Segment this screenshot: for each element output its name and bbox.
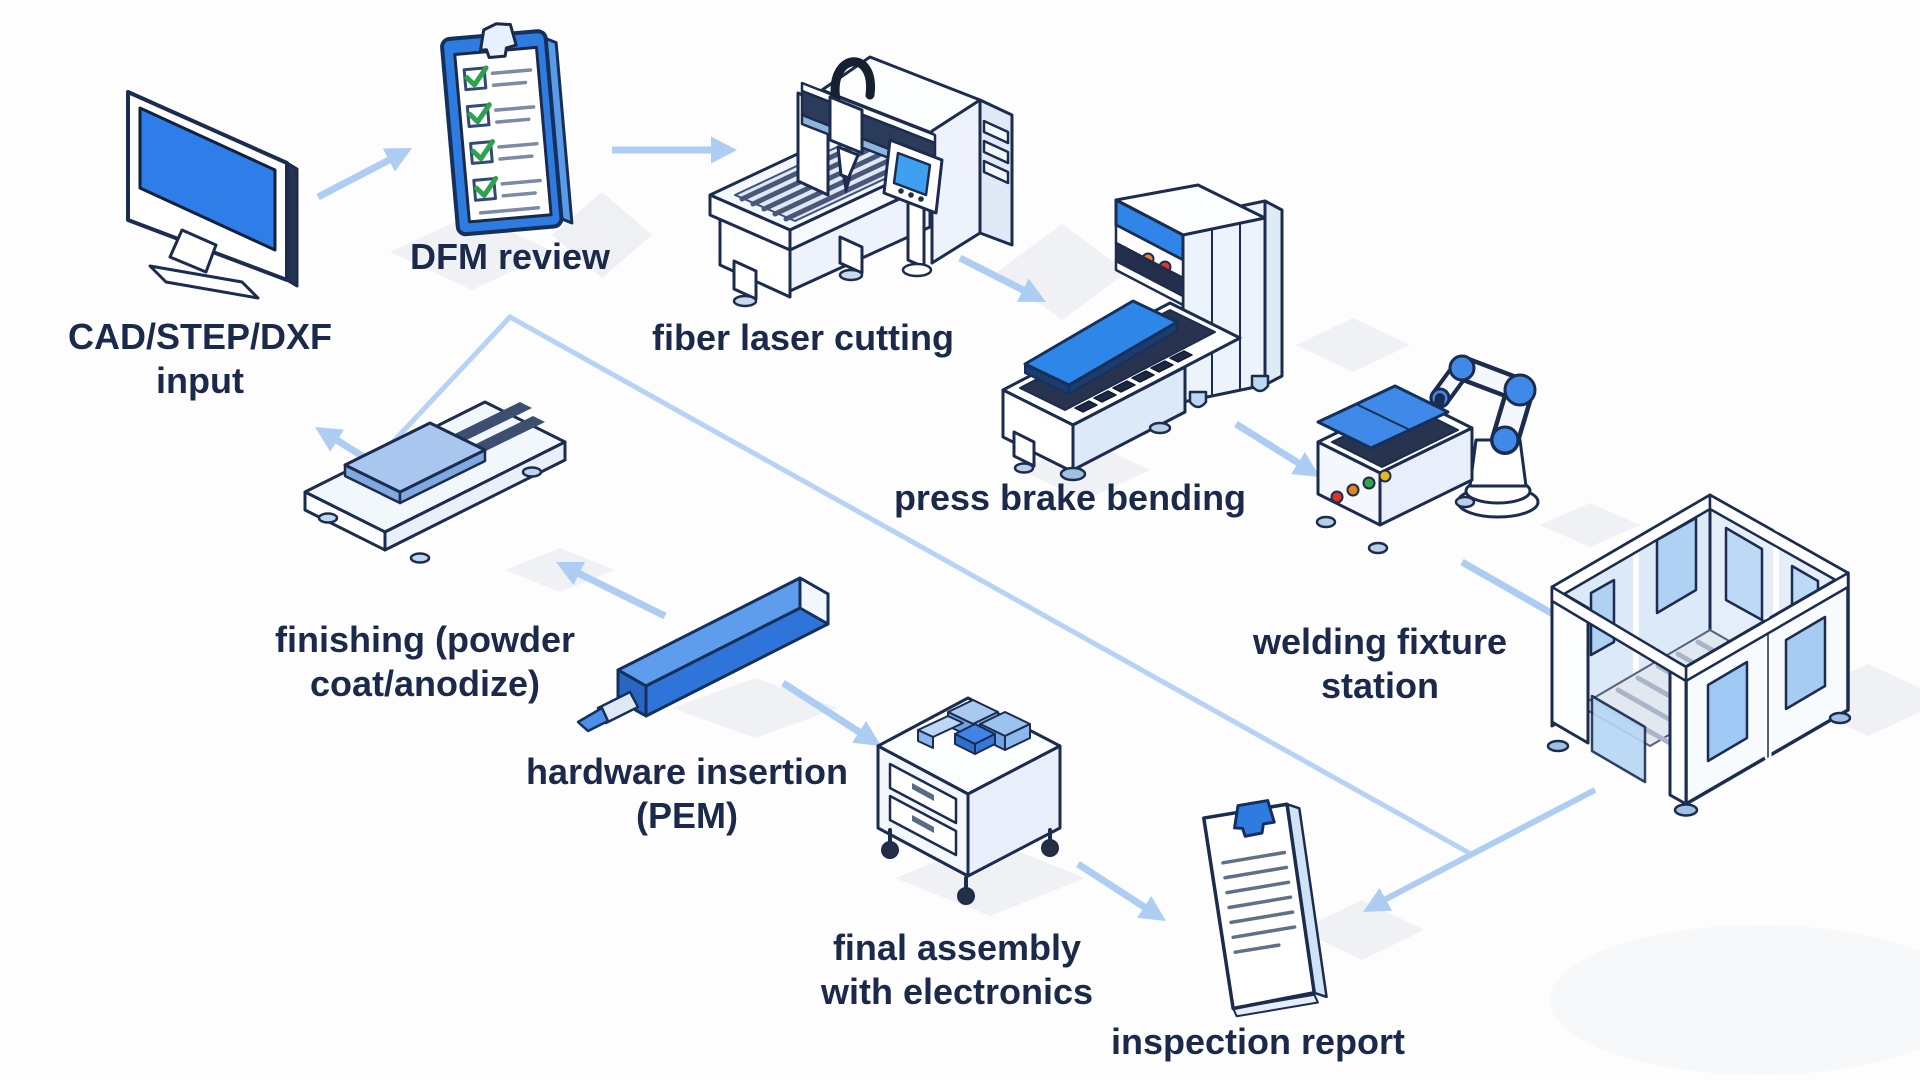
label-finishing: finishing (powder coat/anodize) bbox=[275, 619, 575, 704]
finishing-table-icon bbox=[303, 400, 567, 564]
press-brake-station bbox=[1000, 160, 1290, 485]
label-welding-fixture: welding fixture station bbox=[1252, 621, 1508, 706]
sheet-metal-enclosure-icon bbox=[1546, 493, 1852, 817]
pem-fastener-icon bbox=[576, 576, 830, 733]
cad-input-station bbox=[100, 80, 320, 310]
checklist-clipboard-icon bbox=[440, 22, 574, 237]
arrow-assembly-to-inspection bbox=[1076, 861, 1166, 921]
label-fiber-laser: fiber laser cutting bbox=[651, 317, 955, 358]
return-elbow-line bbox=[390, 313, 1473, 857]
label-dfm-review: DFM review bbox=[409, 236, 611, 277]
fiber-laser-station bbox=[690, 45, 1025, 330]
arrow-dfm-to-laser bbox=[612, 136, 737, 164]
report-clipboard-icon bbox=[1202, 799, 1328, 1018]
press-brake-machine-icon bbox=[1001, 183, 1284, 482]
desktop-monitor-icon bbox=[126, 90, 299, 300]
arrow-welding-to-enclosure bbox=[1460, 558, 1555, 618]
label-hardware-insertion: hardware insertion (PEM) bbox=[525, 751, 849, 836]
arrow-cad-to-dfm bbox=[316, 148, 412, 201]
arrow-brake-to-welding bbox=[1234, 421, 1320, 477]
arrow-enclosure-to-inspection bbox=[1363, 787, 1597, 912]
final-assembly-station bbox=[860, 680, 1090, 915]
arrow-hardware-to-finishing bbox=[556, 561, 667, 620]
assembly-cart-icon bbox=[876, 696, 1062, 905]
inspection-report-station bbox=[1190, 790, 1360, 1025]
finishing-station bbox=[270, 380, 610, 595]
laser-cutter-machine-icon bbox=[708, 55, 1014, 308]
arrow-laser-to-brake bbox=[958, 254, 1046, 302]
enclosure-structure bbox=[1540, 480, 1870, 830]
label-final-assembly: final assembly with electronics bbox=[820, 927, 1094, 1012]
arrow-hardware-to-assembly bbox=[781, 680, 881, 746]
robot-arm-welder-icon bbox=[1315, 354, 1540, 555]
label-inspection-report: inspection report bbox=[1110, 1021, 1406, 1062]
dfm-review-station bbox=[440, 20, 590, 255]
hardware-insertion-station bbox=[560, 550, 860, 735]
label-cad-input: CAD/STEP/DXF input bbox=[67, 316, 333, 401]
welding-fixture-station bbox=[1290, 290, 1620, 630]
label-press-brake: press brake bending bbox=[893, 477, 1247, 518]
